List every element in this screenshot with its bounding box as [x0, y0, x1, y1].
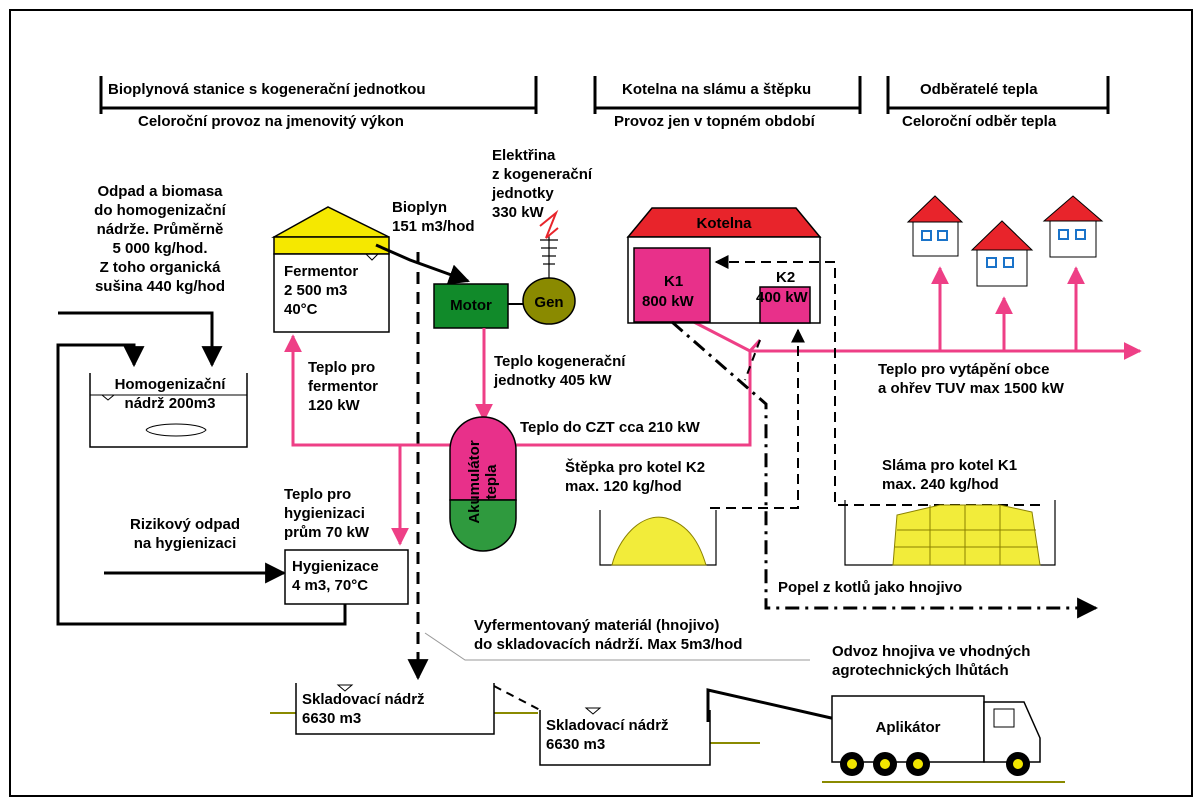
power-line-icon	[539, 209, 559, 278]
applicator-truck	[831, 695, 1041, 776]
section-title-biogas: Bioplynová stanice s kogenerační jednotk…	[108, 81, 426, 98]
section-subtitle-biogas: Celoroční provoz na jmenovitý výkon	[138, 113, 404, 130]
heat-czt-label: Teplo do CZT cca 210 kW	[520, 419, 700, 436]
section-brackets	[99, 76, 1110, 114]
motor-unit	[433, 283, 509, 329]
motor-label: Motor	[450, 297, 492, 314]
recirculation-line	[56, 343, 347, 626]
house-icon-1	[906, 195, 964, 257]
section-subtitle-consumers: Celoroční odběr tepla	[902, 113, 1057, 130]
boiler-house	[626, 207, 822, 324]
ash-label: Popel z kotlů jako hnojivo	[778, 579, 963, 596]
tank-to-truck-line	[706, 688, 841, 722]
applicator-label: Aplikátor	[875, 719, 941, 736]
storage-tank-2	[539, 707, 711, 766]
hygienization-box	[284, 549, 409, 605]
waste-feed-line	[58, 311, 223, 368]
generator-label: Gen	[534, 294, 564, 311]
diagram-frame	[9, 9, 1193, 797]
section-subtitle-boiler: Provoz jen v topném období	[614, 113, 815, 130]
fermented-material-label: Vyfermentovaný materiál (hnojivo)do skla…	[474, 617, 743, 653]
heat-accumulator	[449, 416, 517, 552]
section-title-boiler: Kotelna na slámu a štěpku	[622, 81, 812, 98]
house-icon-3	[1042, 195, 1104, 258]
straw-feed-line	[714, 255, 1040, 506]
biogas-line	[375, 243, 470, 285]
straw-storage	[844, 500, 1056, 566]
chips-feed-line	[710, 328, 805, 509]
fermentor	[271, 206, 390, 333]
section-title-consumers: Odběratelé tepla	[920, 81, 1038, 98]
boiler-house-label: Kotelna	[696, 215, 752, 232]
chips-storage	[599, 510, 717, 566]
ash-line	[671, 320, 1099, 619]
homogenization-tank	[89, 373, 248, 448]
house-icon-2	[970, 220, 1034, 287]
storage-tank-1	[295, 683, 495, 735]
